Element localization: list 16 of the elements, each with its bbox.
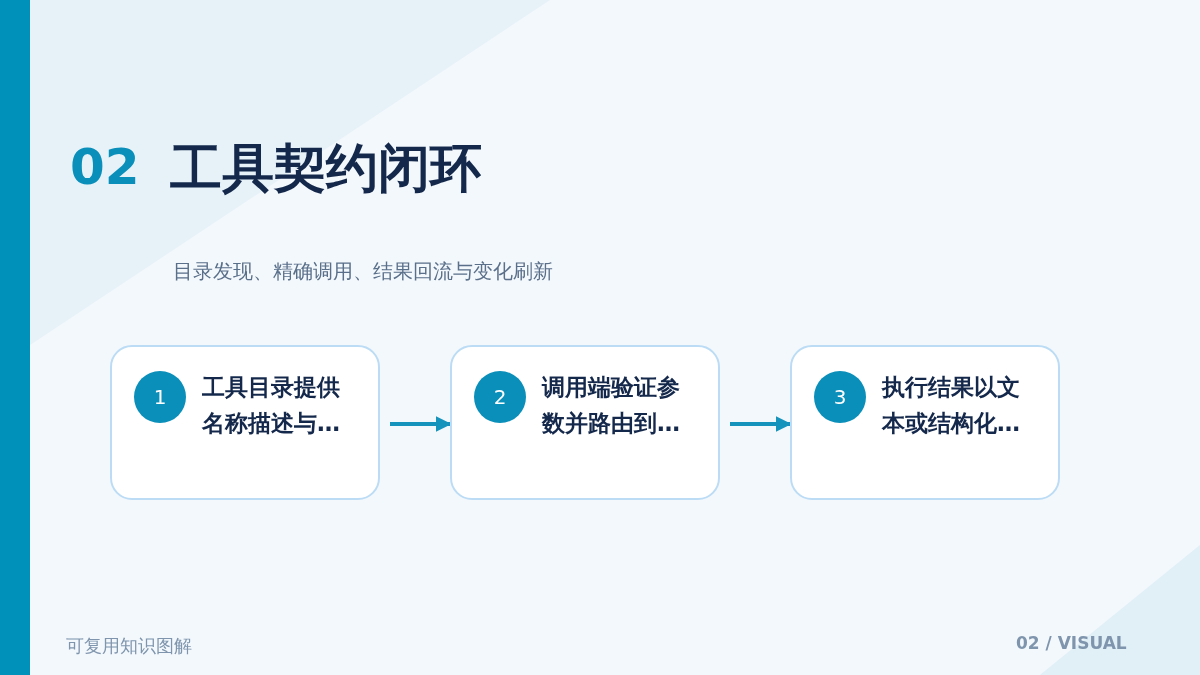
step-text: 工具目录提供名称描述与…	[202, 373, 341, 438]
step-text: 调用端验证参数并路由到…	[542, 373, 681, 438]
footer-text: 可复用知识图解	[66, 634, 192, 658]
page-label: 02 / VISUAL	[1016, 633, 1127, 653]
step-card	[450, 345, 720, 500]
step-number: 3	[814, 371, 866, 423]
step-text: 执行结果以文本或结构化…	[882, 373, 1021, 438]
step-card	[110, 345, 380, 500]
subtitle: 目录发现、精确调用、结果回流与变化刷新	[173, 258, 553, 285]
step-number: 2	[474, 371, 526, 423]
title: 工具契约闭环	[170, 137, 482, 200]
section-number: 02	[70, 138, 140, 196]
arrow	[390, 416, 452, 432]
step-number: 1	[134, 371, 186, 423]
step-card	[790, 345, 1060, 500]
arrow	[730, 416, 792, 432]
